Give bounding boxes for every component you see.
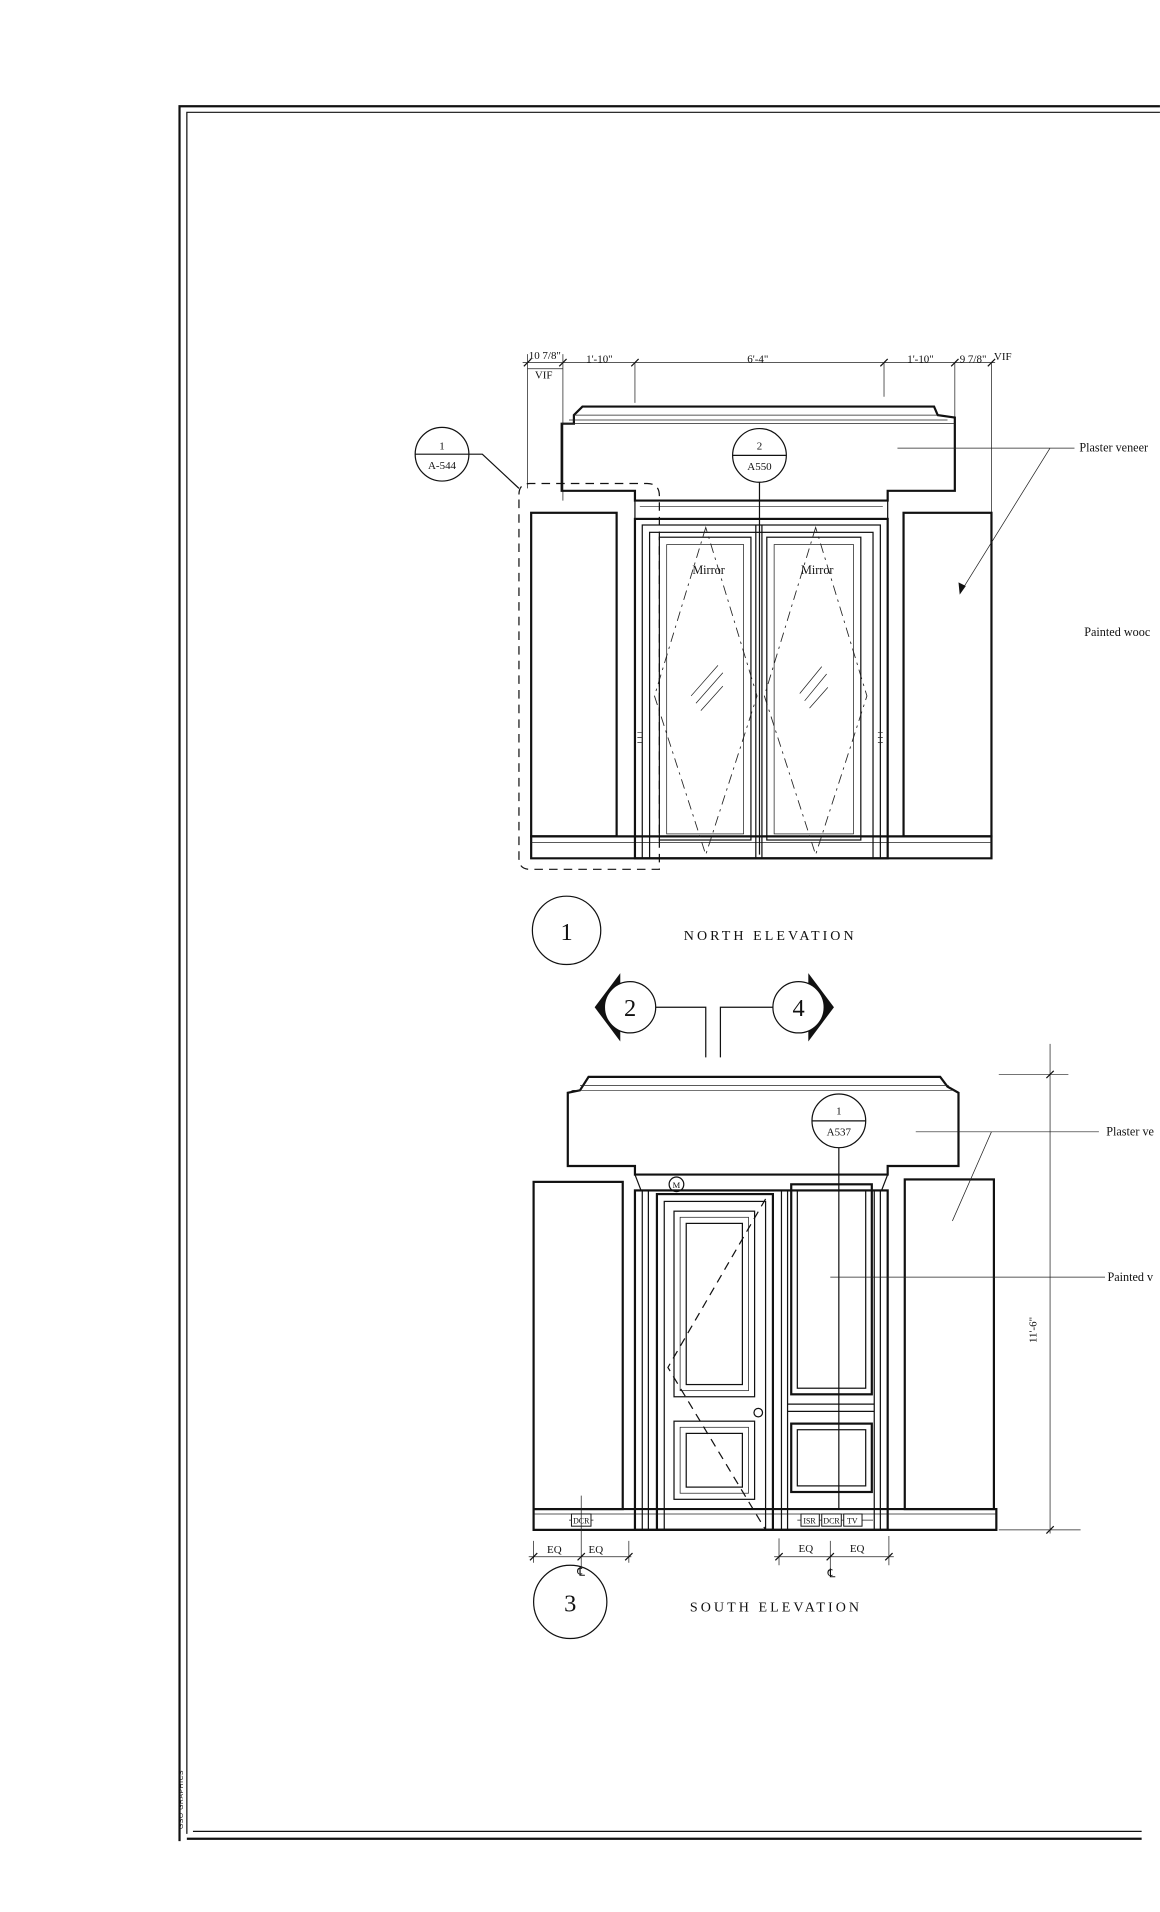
callout-number: 1	[836, 1106, 841, 1118]
south-door-and-panels	[633, 1183, 889, 1531]
device-isr: ISR	[803, 1517, 816, 1526]
door-knob-icon	[753, 1407, 764, 1418]
section-marker-number: 4	[792, 995, 804, 1022]
dim-door-width: 6'-4"	[747, 354, 768, 366]
south-cornice	[566, 1075, 960, 1192]
m-tag: M	[668, 1176, 685, 1193]
section-marker-2[interactable]: 2	[594, 973, 657, 1042]
view-marker-1	[531, 895, 602, 966]
detail-callout-number: 1	[439, 440, 444, 452]
detail-callout-a544[interactable]: 1 A-544	[414, 426, 660, 870]
south-elevation: M 1 A537 Plaster ve Painted v 11'-6" DCR…	[528, 1043, 1154, 1640]
note-painted-wood: Painted wooc	[1084, 625, 1151, 639]
device-tags: DCR ISR DCR TV	[569, 1513, 874, 1527]
height-dimension: 11'-6"	[998, 1043, 1081, 1534]
section-callout-a550[interactable]: 2 A550	[732, 427, 787, 855]
detail-callout-sheet: A-544	[428, 460, 457, 472]
dim-height: 11'-6"	[1028, 1317, 1040, 1343]
north-left-pilaster-panel	[530, 511, 618, 838]
device-tv: TV	[847, 1517, 858, 1526]
south-right-pilaster-panel	[903, 1178, 995, 1511]
mirror-label-right: Mirror	[801, 563, 833, 577]
m-tag-label: M	[673, 1180, 681, 1190]
eq-label: EQ	[799, 1543, 814, 1555]
printer-stamp: GSO GRAPHICS	[178, 1770, 185, 1829]
device-dcr: DCR	[823, 1517, 840, 1526]
dim-right-pilaster: 1'-10"	[907, 354, 934, 366]
centerline-symbol: ℄	[576, 1565, 585, 1579]
north-mirror-doors: Mirror Mirror	[633, 517, 889, 860]
eq-label: EQ	[589, 1544, 604, 1556]
view-marker-number: 1	[560, 919, 572, 946]
dim-left-reveal: 10 7/8"	[529, 350, 561, 362]
south-left-pilaster-panel	[532, 1180, 624, 1511]
section-callout-number: 2	[757, 440, 762, 452]
dim-right-vif: VIF	[994, 351, 1012, 363]
south-elevation-title: SOUTH ELEVATION	[690, 1600, 862, 1616]
north-elevation-title: NORTH ELEVATION	[684, 928, 857, 944]
south-baseboard	[532, 1507, 998, 1531]
section-marker-4[interactable]: 4	[772, 973, 834, 1042]
note-painted-wood: Painted v	[1107, 1270, 1154, 1284]
eq-label: EQ	[547, 1544, 562, 1556]
section-callout-a537[interactable]: 1 A537	[811, 1093, 867, 1510]
dim-left-vif: VIF	[535, 369, 553, 381]
mirror-label-left: Mirror	[692, 563, 725, 577]
view-marker-number: 3	[564, 1591, 576, 1618]
north-baseboard	[530, 835, 993, 860]
north-leader-lines	[897, 447, 1075, 590]
centerline-symbol: ℄	[827, 1566, 836, 1580]
callout-sheet: A537	[827, 1126, 852, 1138]
south-leader-lines	[830, 1131, 1106, 1278]
section-callout-sheet: A550	[747, 461, 772, 473]
section-marker-number: 2	[624, 995, 636, 1022]
eq-label: EQ	[850, 1543, 865, 1555]
dim-left-pilaster: 1'-10"	[586, 354, 613, 366]
eq-dimensions: EQ EQ ℄ EQ EQ ℄	[528, 1495, 894, 1580]
note-plaster-veneer: Plaster veneer	[1079, 441, 1148, 455]
sheet-border	[178, 105, 1160, 1842]
dim-right-reveal: 9 7/8"	[960, 354, 987, 366]
leader-arrow-icon	[958, 582, 966, 595]
north-elevation: 10 7/8" VIF 1'-10" 6'-4" 1'-10" 9 7/8" V…	[414, 350, 1151, 966]
note-plaster-veneer: Plaster ve	[1106, 1124, 1154, 1138]
north-dimension-string: 10 7/8" VIF 1'-10" 6'-4" 1'-10" 9 7/8" V…	[522, 350, 1012, 513]
section-markers: 2 4	[594, 973, 834, 1058]
view-marker-3	[532, 1564, 608, 1640]
north-right-pilaster-panel	[902, 511, 993, 838]
